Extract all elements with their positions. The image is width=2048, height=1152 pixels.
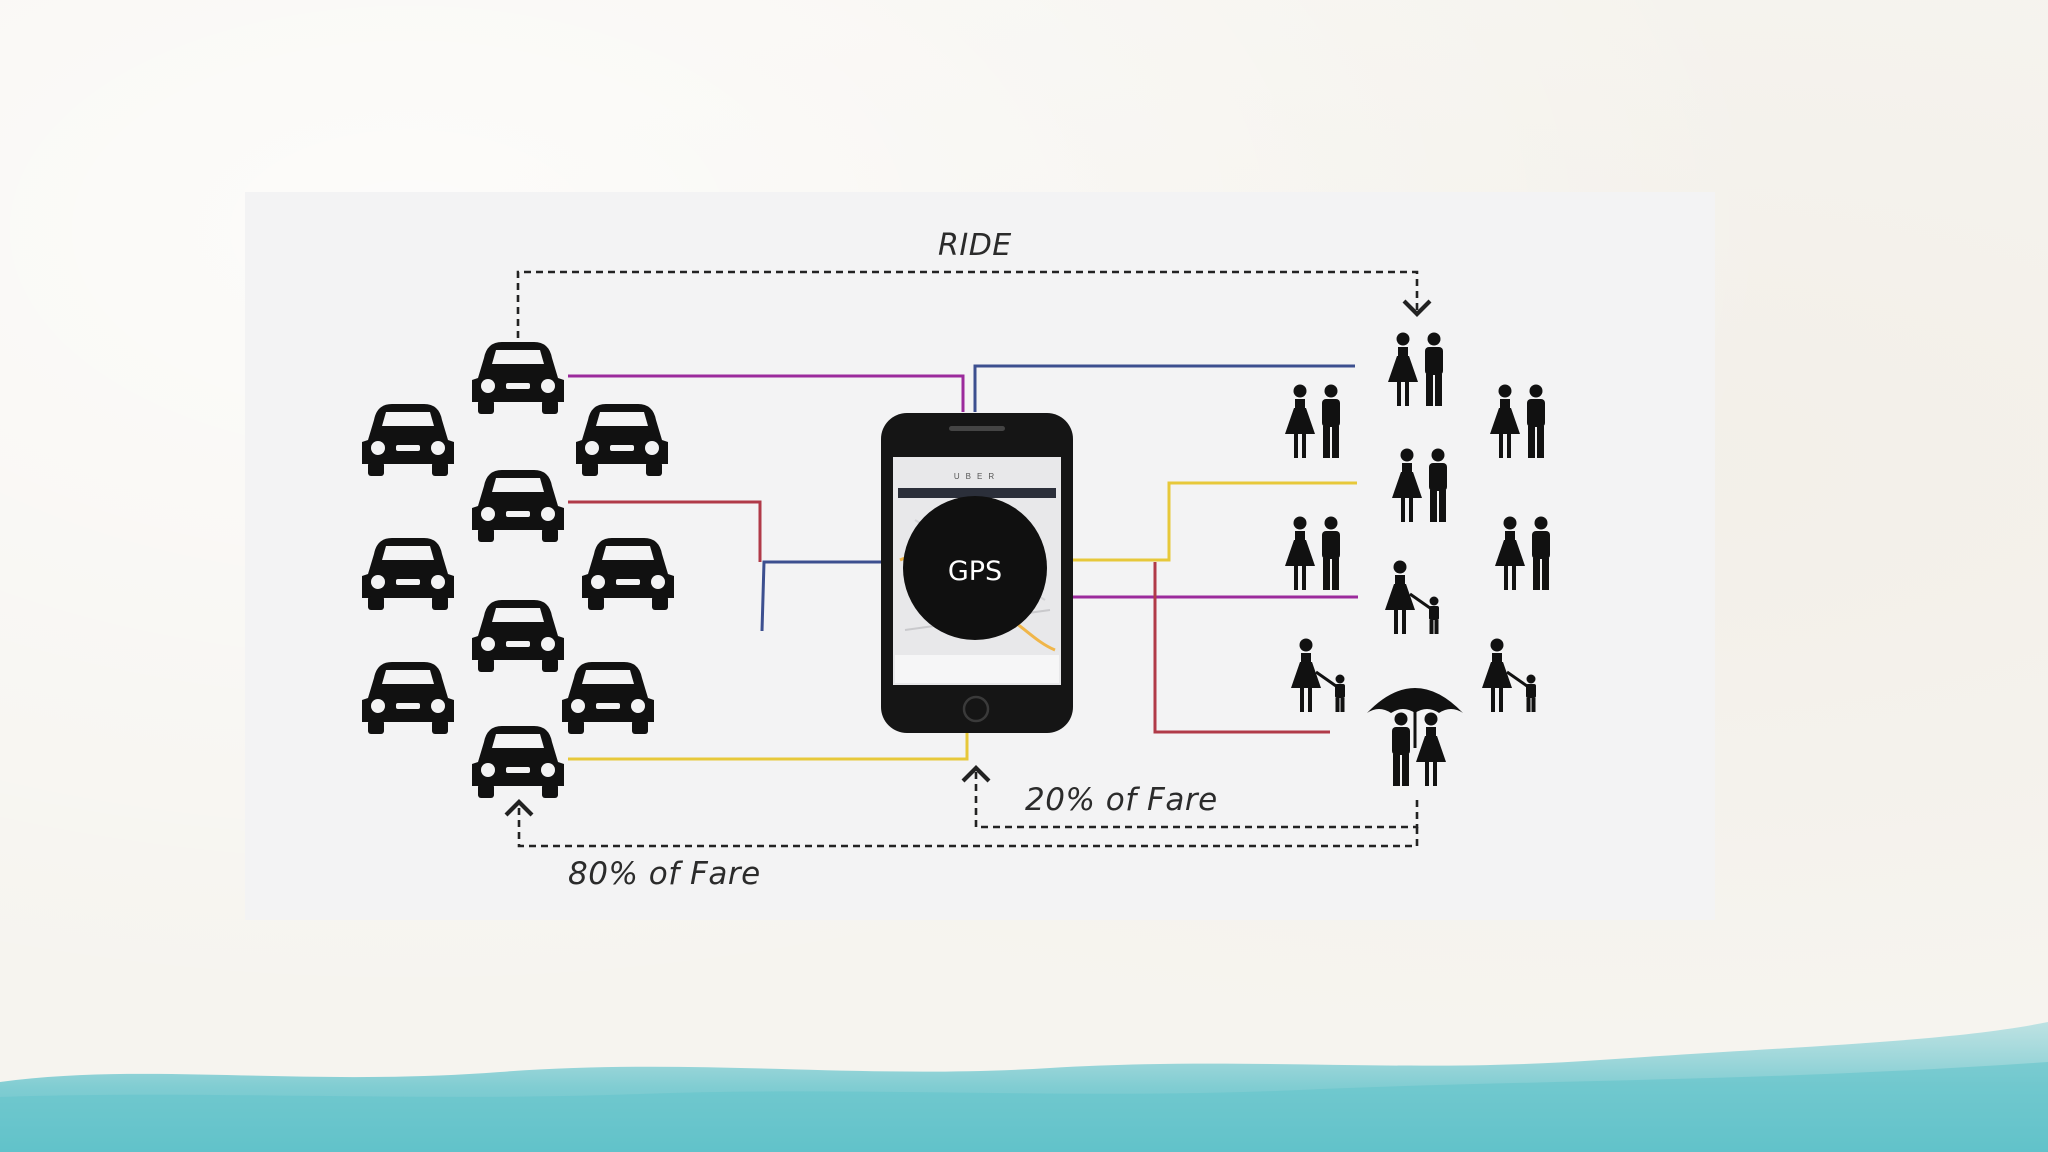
couple-icon	[1285, 517, 1340, 591]
driver-share-label: 80% of Fare	[568, 856, 761, 892]
watercolor-wash	[0, 1022, 2048, 1152]
connector-car9-yellow	[568, 728, 969, 761]
ride-label: RIDE	[938, 228, 1012, 263]
driver-share-arrow	[504, 799, 1419, 848]
smartphone-icon: GPS UBER	[881, 413, 1073, 733]
connector-navy-top	[973, 364, 1355, 412]
car-icon	[472, 470, 564, 542]
couple-icon	[1285, 385, 1340, 459]
parent-child-icon	[1291, 639, 1345, 713]
car-icon	[472, 726, 564, 798]
platform-share-label: 20% of Fare	[1025, 782, 1218, 818]
car-icon	[362, 538, 454, 610]
parent-child-icon	[1385, 561, 1439, 635]
connector-yellow-right	[1071, 481, 1357, 562]
gps-label: GPS	[948, 556, 1002, 587]
parent-child-icon	[1482, 639, 1536, 713]
couple-icon	[1490, 385, 1545, 459]
platform-share-arrow	[961, 765, 1419, 829]
couple-icon	[1388, 333, 1443, 407]
car-icon	[576, 404, 668, 476]
app-name: UBER	[954, 472, 1000, 481]
drivers-group	[362, 342, 674, 798]
gps-circle	[903, 496, 1047, 640]
car-icon	[472, 342, 564, 414]
car-icon	[582, 538, 674, 610]
riders-group	[1285, 333, 1550, 786]
couple-icon	[1495, 517, 1550, 591]
connector-red-right	[1153, 562, 1330, 734]
ride-flow-arrow	[516, 270, 1432, 338]
connector-car4-red	[568, 500, 762, 562]
car-icon	[562, 662, 654, 734]
car-icon	[472, 600, 564, 672]
couple-icon	[1392, 449, 1447, 523]
umbrella-couple-icon	[1367, 688, 1463, 786]
connector-car1-purple	[568, 374, 965, 412]
car-icon	[362, 404, 454, 476]
car-icon	[362, 662, 454, 734]
connector-navy-left	[760, 560, 883, 632]
